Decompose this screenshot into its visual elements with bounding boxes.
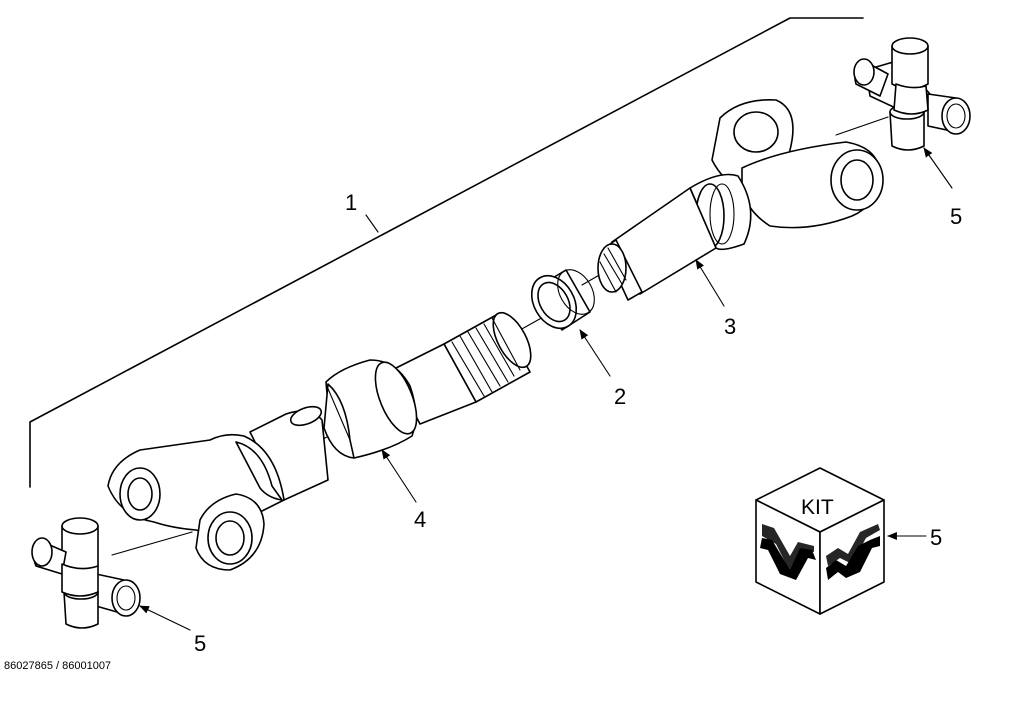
leader-line-2 (579, 329, 611, 377)
leader-line-5-bottom-left (139, 605, 191, 631)
callout-1: 1 (345, 190, 357, 215)
tube-yoke (107, 405, 329, 571)
leader-line-5-top-right (923, 147, 953, 189)
callout-5-bottom-left: 5 (194, 631, 206, 656)
leader-line-1 (365, 214, 379, 233)
universal-joint-cross-bottom-left (31, 517, 141, 629)
assembly-bracket (29, 17, 864, 488)
kit-label: KIT (801, 496, 834, 519)
leader-line-4 (381, 449, 417, 503)
splined-shaft (323, 311, 532, 459)
reference-code: 86027865 / 86001007 (4, 660, 112, 672)
leader-line-3 (695, 259, 725, 307)
callout-2: 2 (614, 384, 626, 409)
callout-5-top-right: 5 (950, 204, 962, 229)
callout-5-kit: 5 (930, 525, 942, 550)
callout-4: 4 (414, 507, 426, 532)
universal-joint-cross-top-right (853, 37, 971, 151)
slip-yoke (597, 99, 884, 301)
dust-seal-ring (530, 269, 595, 331)
callout-3: 3 (724, 314, 736, 339)
kit-box-icon: KIT (755, 467, 885, 615)
